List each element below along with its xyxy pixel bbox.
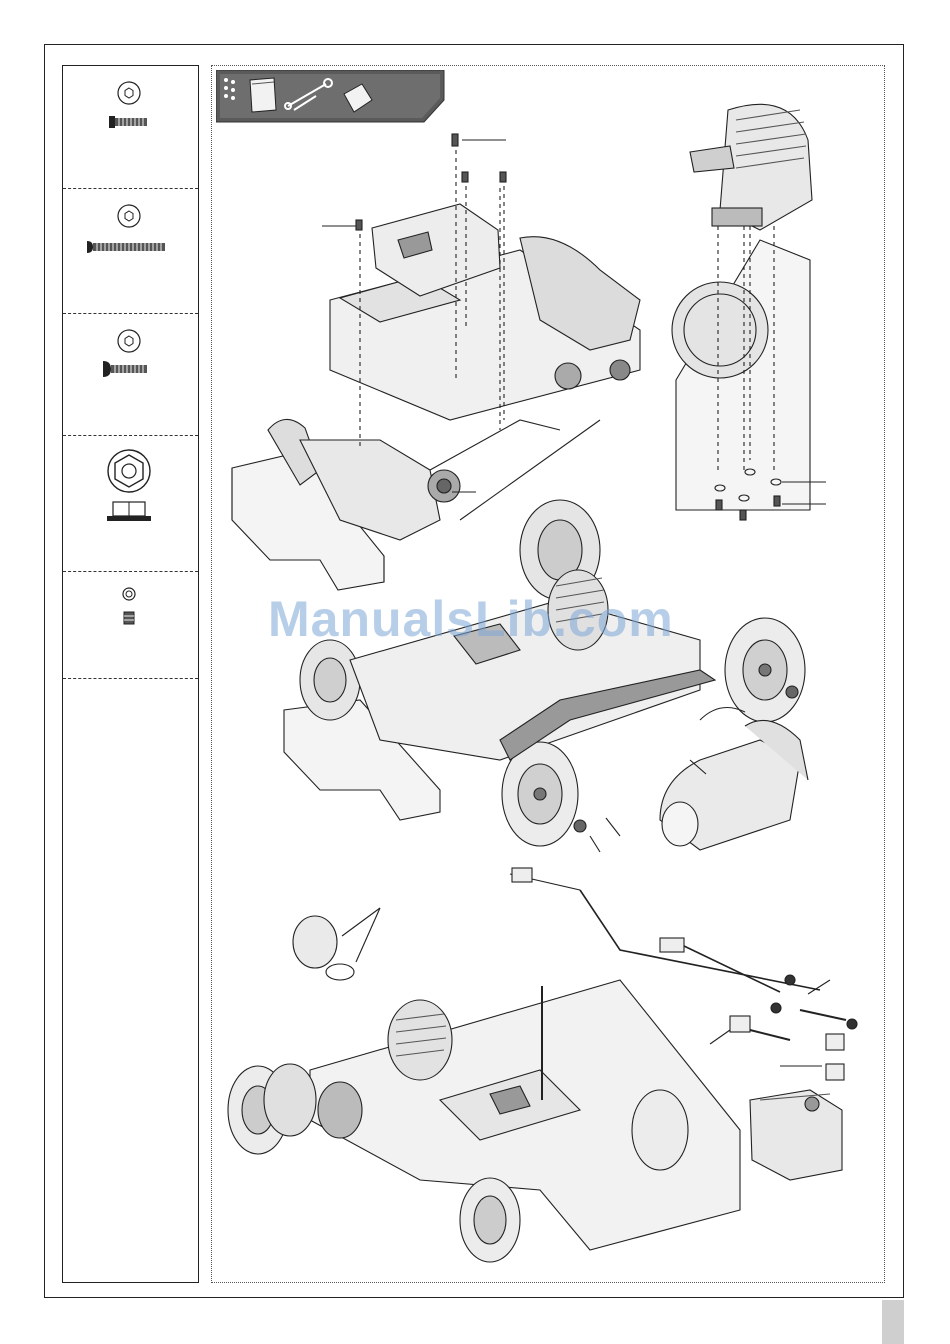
- part-flanged-locknut: [63, 436, 198, 572]
- button-screw-icon: [63, 314, 198, 435]
- part-set-screw: [63, 572, 198, 679]
- page-tab: [882, 1300, 904, 1344]
- set-screw-icon: [63, 572, 198, 678]
- flat-head-screw-icon: [63, 66, 198, 188]
- part-button-head-screw: [63, 314, 198, 436]
- part-long-button-head-screw: [63, 189, 198, 314]
- parts-bag-icon: [250, 78, 276, 112]
- parts-column: [62, 65, 199, 1283]
- long-screw-icon: [63, 189, 198, 313]
- step-header: [216, 70, 448, 129]
- locknut-icon: [63, 436, 198, 571]
- watermark: ManualsLib.com: [268, 590, 674, 648]
- part-flat-head-screw: [63, 66, 198, 189]
- assembly-frame: [211, 65, 885, 1283]
